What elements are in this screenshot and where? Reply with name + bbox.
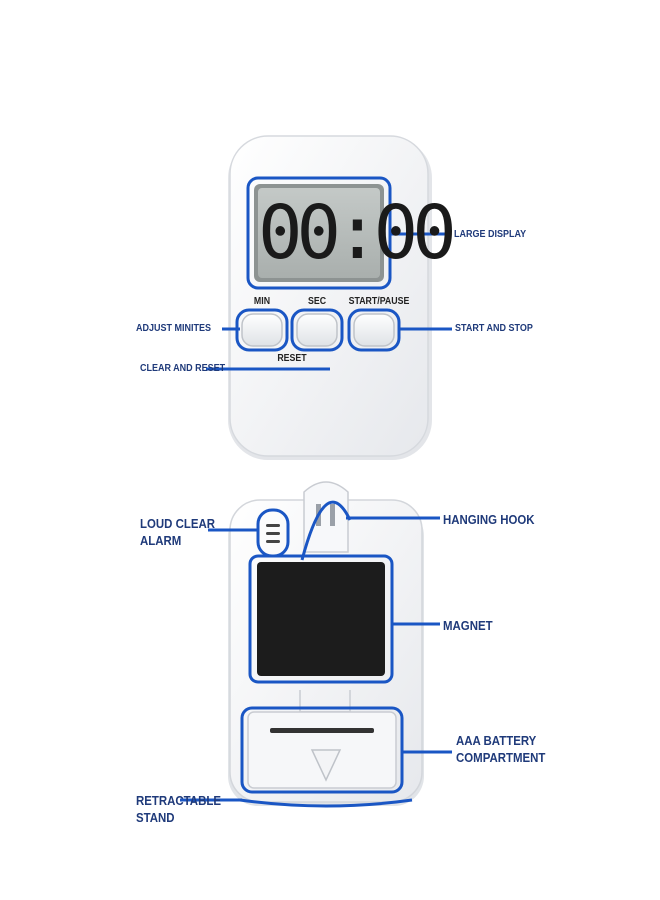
- magnet-plate: [257, 562, 385, 676]
- start-and-stop-label: START AND STOP: [455, 323, 533, 334]
- hook-highlight: [300, 500, 352, 561]
- min-button-shape: [241, 313, 283, 347]
- speaker-slot-1: [266, 524, 280, 527]
- stand-highlight: [239, 798, 413, 808]
- hook-shape: [303, 481, 349, 553]
- stand-line: STAND: [136, 810, 175, 825]
- back-callouts: [180, 516, 452, 802]
- speaker-slot-2: [266, 532, 280, 535]
- lcd-digits: 00:00: [258, 190, 457, 276]
- sec-highlight: [290, 308, 344, 352]
- loud-clear-alarm-label: LOUD CLEAR ALARM: [140, 515, 215, 549]
- speaker-slot-3: [266, 540, 280, 543]
- battery-arrow-icon: [310, 749, 342, 782]
- sec-label: SEC: [307, 296, 327, 307]
- sec-button-shape: [296, 313, 338, 347]
- clear-and-reset-label: CLEAR AND RESET: [140, 363, 226, 374]
- timer-back: [228, 481, 424, 808]
- large-display-label: LARGE DISPLAY: [454, 229, 527, 240]
- magnet-label: MAGNET: [443, 618, 493, 633]
- hanging-hook-label: HANGING HOOK: [443, 512, 535, 527]
- adjust-minutes-label: ADJUST MINITES: [136, 323, 212, 334]
- magnet-highlight: [248, 554, 394, 684]
- lcd-screen: [258, 188, 380, 278]
- battery-highlight: [240, 706, 404, 794]
- min-label: MIN: [253, 296, 271, 307]
- battery-latch: [270, 728, 374, 733]
- hook-slot-right: [330, 504, 335, 526]
- aaa-battery-line: AAA BATTERY: [456, 733, 537, 748]
- alarm-line: ALARM: [140, 533, 182, 548]
- front-callouts: [206, 232, 452, 371]
- battery-compartment-label: AAA BATTERY COMPARTMENT: [456, 732, 545, 766]
- start-pause-label: START/PAUSE: [348, 296, 410, 307]
- retractable-stand-label: RETRACTABLE STAND: [136, 792, 221, 826]
- compartment-line: COMPARTMENT: [456, 750, 546, 765]
- start-button-shape: [353, 313, 395, 347]
- loud-clear-line: LOUD CLEAR: [140, 516, 215, 531]
- reset-label: RESET: [277, 353, 307, 364]
- retractable-line: RETRACTABLE: [136, 793, 221, 808]
